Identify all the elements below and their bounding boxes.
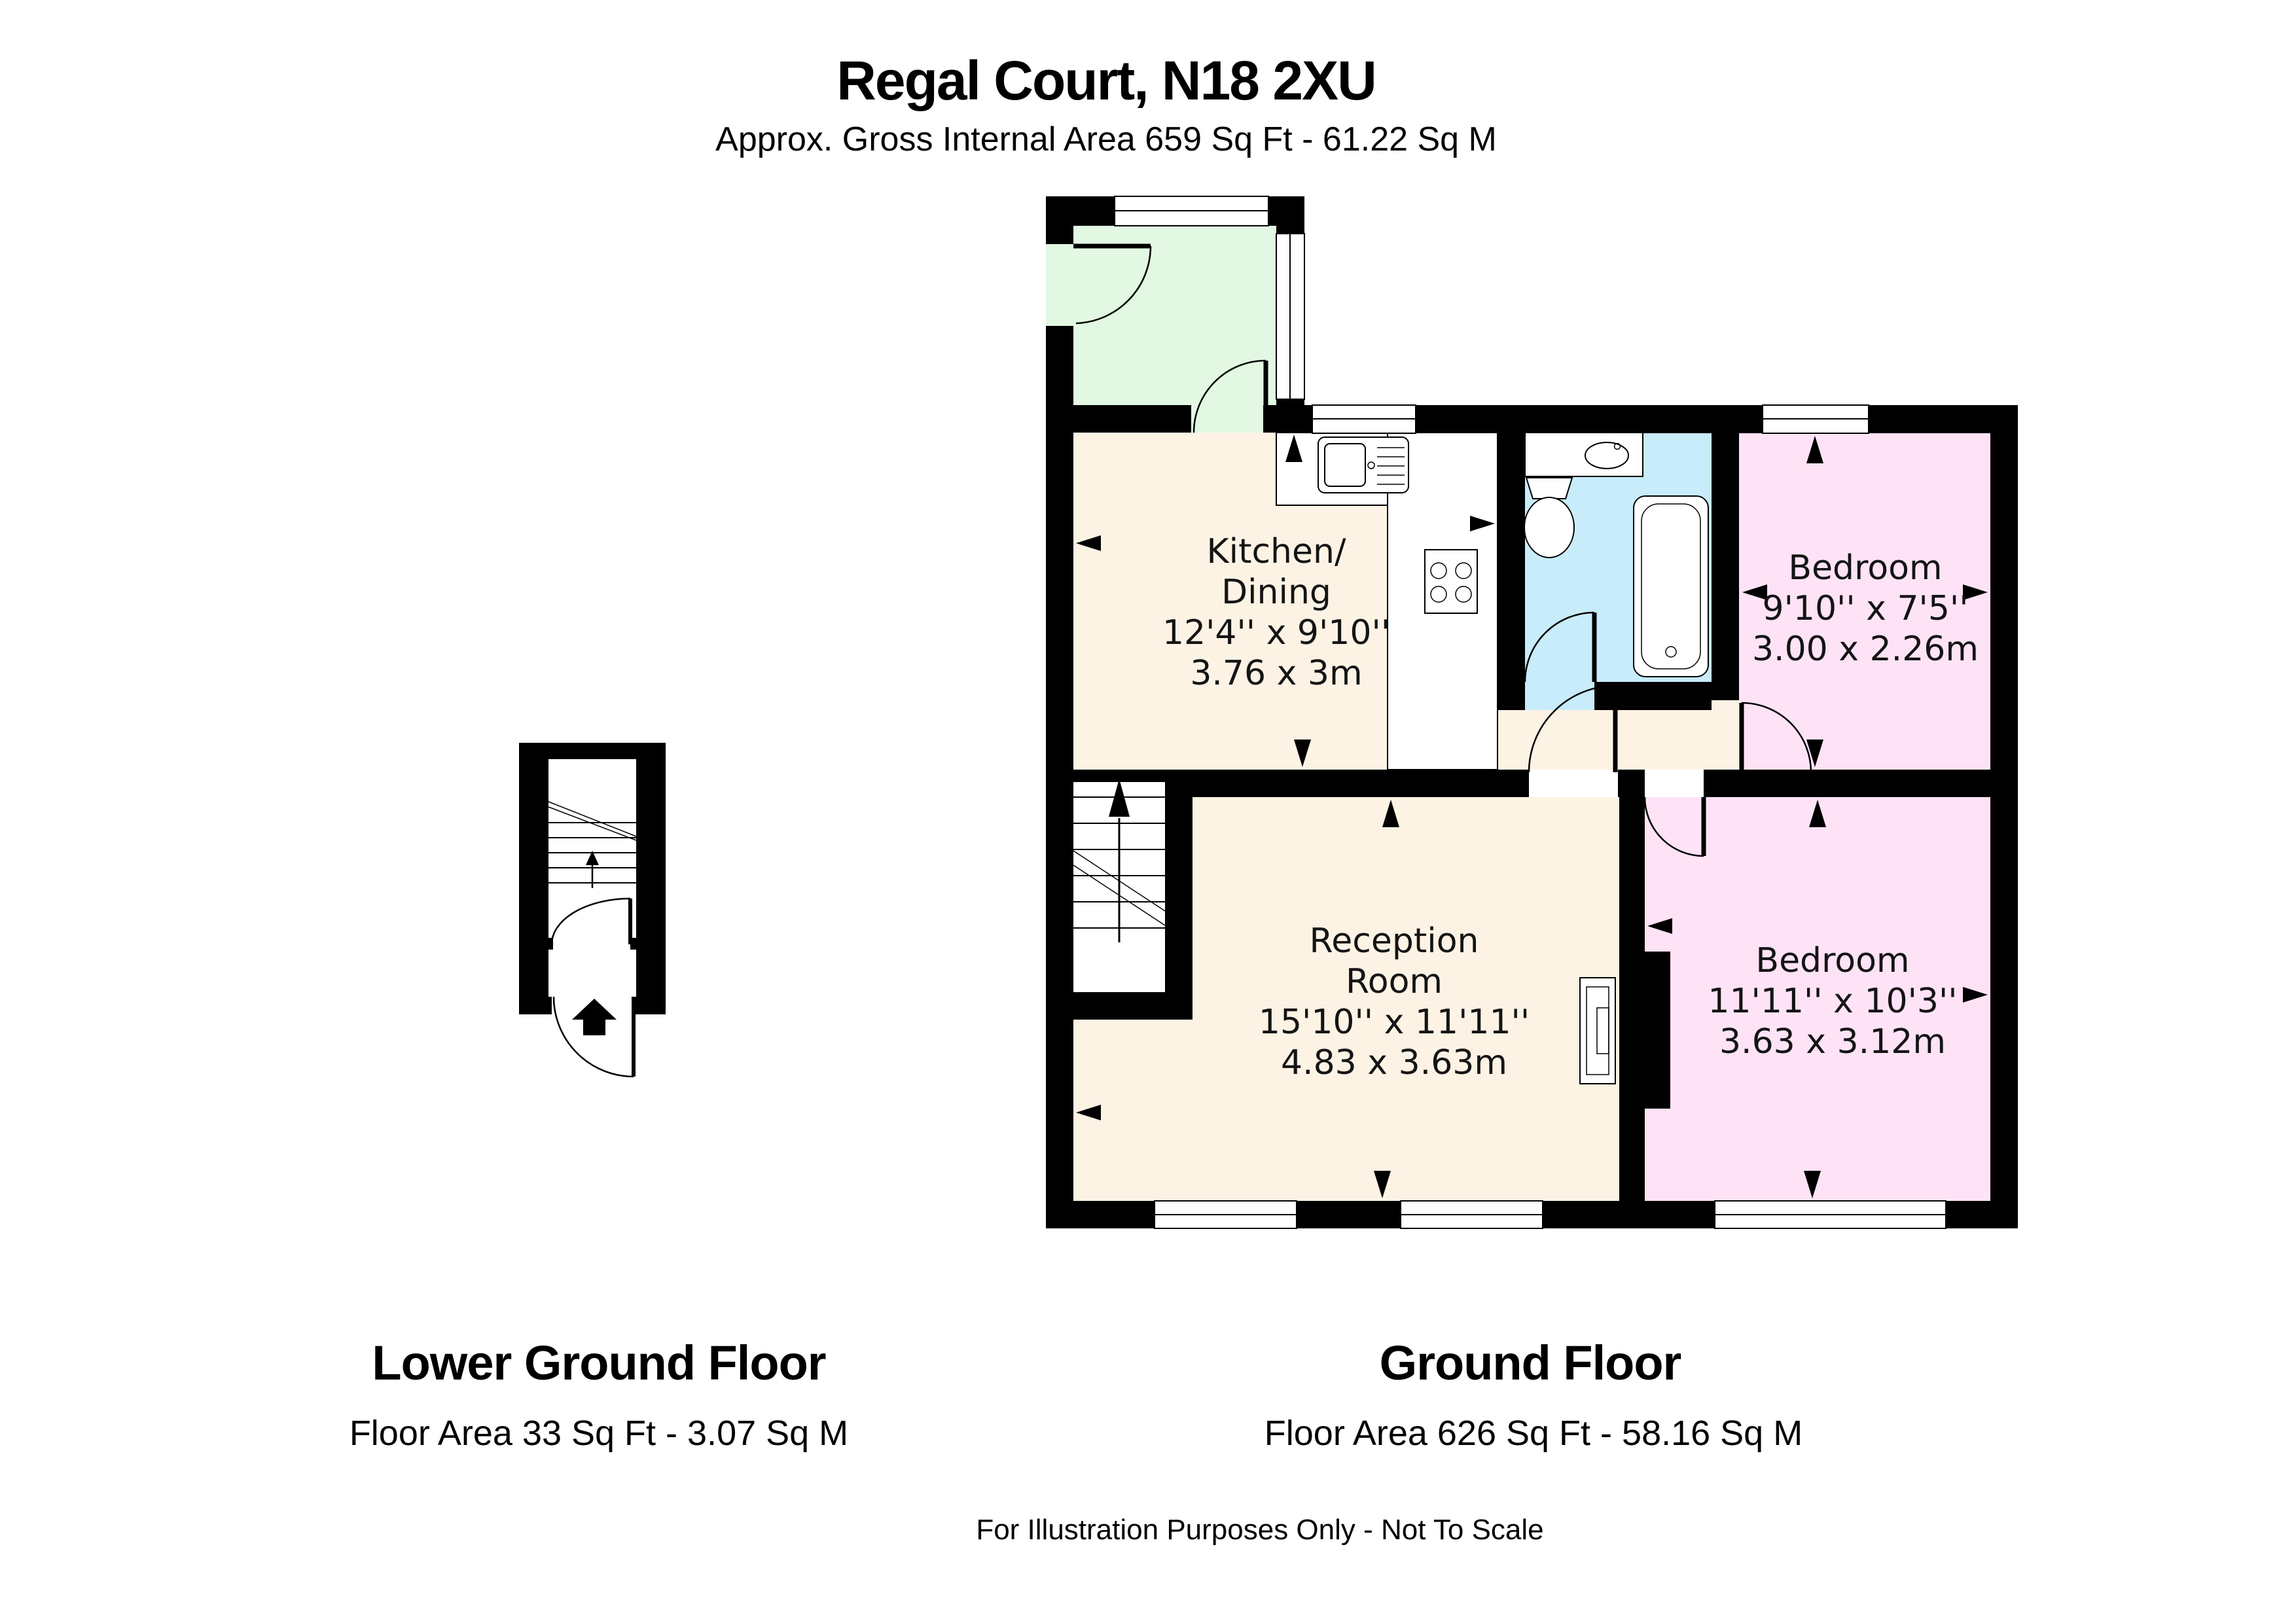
basin-tap xyxy=(1613,442,1621,450)
entrance-hall-floor xyxy=(1073,226,1276,405)
reception-door-arc xyxy=(1528,685,1616,773)
hob xyxy=(1424,549,1478,614)
dimension-arrows xyxy=(1076,435,1988,1198)
sink-bowl xyxy=(1324,443,1366,487)
walls-lower-ground xyxy=(519,743,666,1014)
fireplace-outer xyxy=(1579,977,1616,1084)
lower-floor-area: Floor Area 33 Sq Ft - 3.07 Sq M xyxy=(350,1414,848,1453)
bedroom1-arrow-left xyxy=(1742,584,1767,600)
reception-label-2: Room xyxy=(1346,962,1443,1001)
lower-stair-up-arrow xyxy=(586,851,599,865)
bedroom2-arrow-left xyxy=(1647,918,1672,934)
hall-kitchen-door-arc xyxy=(1193,359,1266,433)
kitchen-fixtures xyxy=(1318,437,1478,614)
windows xyxy=(1114,196,1946,1229)
reception-arrow-down xyxy=(1374,1171,1391,1198)
bedroom2-arrow-right xyxy=(1963,987,1988,1003)
reception-arrow-left xyxy=(1076,1105,1101,1120)
doors-ground xyxy=(1073,243,1812,857)
bedroom1-arrow-down xyxy=(1806,740,1823,767)
kitchen-label-1: Kitchen/ xyxy=(1207,532,1346,571)
reception-label-1: Reception xyxy=(1310,921,1479,961)
bedroom2-arrow-up xyxy=(1809,800,1826,827)
bedroom2-door-arc xyxy=(1643,796,1704,857)
bedroom1-door-gap xyxy=(1712,700,1739,770)
bathroom-door-arc xyxy=(1524,611,1595,683)
ground-floor-title: Ground Floor xyxy=(1380,1336,1681,1390)
entrance-arrow-icon xyxy=(572,999,617,1035)
kitchen-dims-m: 3.76 x 3m xyxy=(1190,654,1362,693)
lower-entrance-door-arc xyxy=(552,996,634,1078)
bath xyxy=(1633,495,1709,677)
lower-stair-break-2 xyxy=(548,806,637,841)
reception-floor xyxy=(1193,797,1619,1201)
bedroom1-floor xyxy=(1739,433,1990,770)
bedroom2-dims-m: 3.63 x 3.12m xyxy=(1719,1022,1946,1061)
entrance-door-arc xyxy=(1075,245,1152,325)
bedroom1-label: Bedroom xyxy=(1788,548,1942,588)
kitchen-dims-ft: 12'4'' x 9'10'' xyxy=(1162,613,1390,652)
reception-dims-m: 4.83 x 3.63m xyxy=(1281,1043,1507,1082)
bath-drain xyxy=(1665,646,1677,658)
page-title: Regal Court, N18 2XU xyxy=(836,50,1376,111)
kitchen-label-2: Dining xyxy=(1221,573,1331,612)
bedroom2-dims-ft: 11'11'' x 10'3'' xyxy=(1708,982,1957,1021)
bath-inner xyxy=(1641,503,1701,669)
stair-up-arrow xyxy=(1109,779,1130,817)
ground-floor-area: Floor Area 626 Sq Ft - 58.16 Sq M xyxy=(1265,1414,1803,1453)
lower-floor-title: Lower Ground Floor xyxy=(372,1336,825,1390)
bedroom1-dims-ft: 9'10'' x 7'5'' xyxy=(1762,589,1968,628)
bathroom-fixtures xyxy=(1524,432,1709,677)
bedroom2-arrow-down xyxy=(1804,1171,1821,1198)
hallway-floor xyxy=(1498,710,1739,770)
fireplace-hearth xyxy=(1596,1007,1609,1054)
basin xyxy=(1585,442,1629,469)
kitchen-arrow-down xyxy=(1294,740,1311,767)
bedroom2-label: Bedroom xyxy=(1755,941,1909,980)
sink-tap xyxy=(1367,461,1375,469)
kitchen-arrow-up xyxy=(1285,435,1302,462)
ground-floor-plan: Kitchen/ Dining 12'4'' x 9'10'' 3.76 x 3… xyxy=(1046,196,2018,1229)
kitchen-arrow-left xyxy=(1076,535,1101,551)
room-labels: Kitchen/ Dining 12'4'' x 9'10'' 3.76 x 3… xyxy=(1162,532,1979,1082)
reception-dims-ft: 15'10'' x 11'11'' xyxy=(1259,1003,1530,1042)
stairs-ground xyxy=(1073,779,1166,942)
bedroom1-door-arc xyxy=(1741,702,1812,773)
hall-kitchen-door-gap xyxy=(1191,405,1263,433)
lower-stair-break-1 xyxy=(548,801,637,837)
lower-ground-floor-plan xyxy=(519,743,666,1078)
lower-door-arc xyxy=(550,897,631,945)
toilet-bowl xyxy=(1524,497,1575,558)
kitchen-arrow-right xyxy=(1470,516,1495,531)
fireplace xyxy=(1579,977,1616,1084)
sink-drainer xyxy=(1377,447,1405,485)
bedroom2-floor xyxy=(1645,797,1990,1201)
hob-burners xyxy=(1430,562,1472,603)
bedroom1-dims-m: 3.00 x 2.26m xyxy=(1752,630,1979,669)
disclaimer: For Illustration Purposes Only - Not To … xyxy=(976,1514,1543,1546)
toilet-cistern xyxy=(1525,477,1573,499)
bedroom1-arrow-right xyxy=(1963,584,1988,600)
page-subtitle: Approx. Gross Internal Area 659 Sq Ft - … xyxy=(715,120,1497,158)
hall-entrance-door-gap xyxy=(1046,244,1073,326)
reception-arrow-up xyxy=(1382,800,1399,827)
bedroom1-arrow-up xyxy=(1806,436,1823,463)
